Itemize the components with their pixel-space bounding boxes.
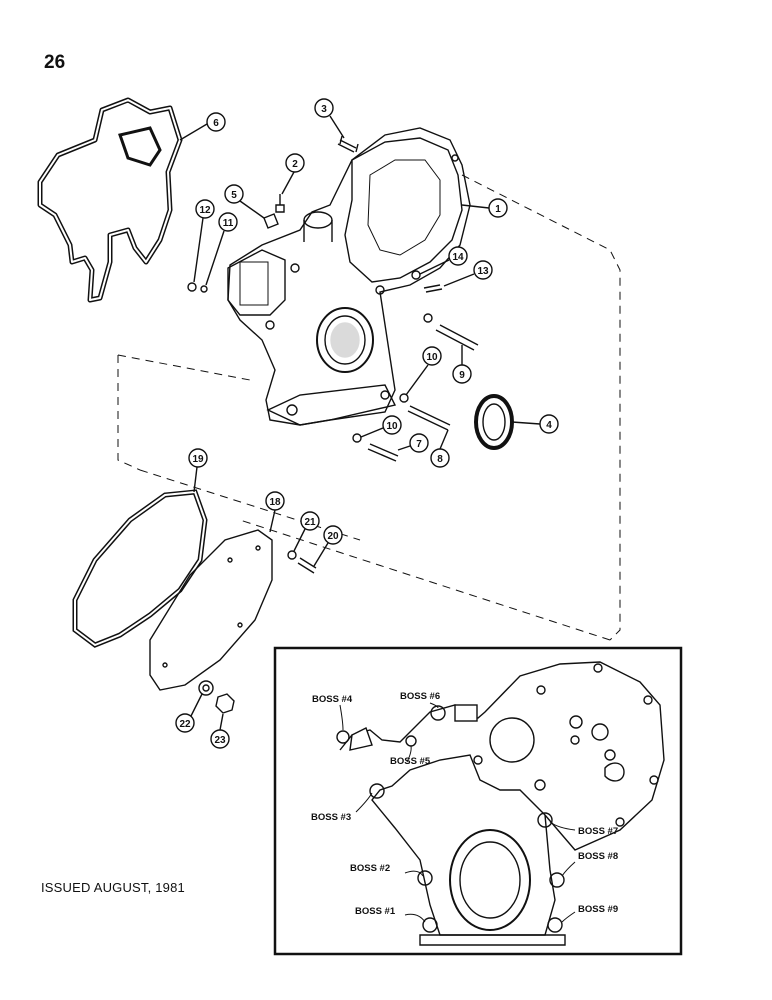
small-parts — [187, 135, 514, 714]
callout-3: 3 — [321, 104, 327, 115]
callout-19: 19 — [192, 454, 204, 465]
boss-label-7: BOSS #7 — [578, 826, 618, 837]
callout-1: 1 — [495, 204, 501, 215]
boss-label-5: BOSS #5 — [390, 756, 431, 767]
callout-4: 4 — [546, 420, 552, 431]
callout-9: 9 — [459, 370, 465, 381]
callout-11: 11 — [223, 218, 234, 229]
callout-5: 5 — [231, 190, 237, 201]
gasket-front-cover — [37, 97, 183, 303]
gasket-and-cover-plate — [72, 489, 273, 691]
boss-label-8: BOSS #8 — [578, 851, 618, 862]
callout-12: 12 — [199, 205, 211, 216]
boss-labels: BOSS #1 BOSS #2 BOSS #3 BOSS #4 BOSS #5 … — [311, 691, 618, 917]
boss-label-3: BOSS #3 — [311, 812, 351, 823]
callout-22: 22 — [179, 719, 191, 730]
callout-10a: 10 — [426, 352, 438, 363]
callout-2: 2 — [292, 159, 298, 170]
boss-label-2: BOSS #2 — [350, 863, 390, 874]
issued-date: ISSUED AUGUST, 1981 — [41, 880, 185, 895]
callouts: 1 2 3 4 5 6 7 8 9 10 10 11 12 — [175, 98, 559, 749]
timing-cover — [227, 127, 471, 426]
callout-20: 20 — [327, 531, 339, 542]
page-number: 26 — [44, 52, 66, 73]
inset-boss-layout — [273, 646, 683, 956]
callout-13: 13 — [477, 266, 489, 277]
boss-leaders — [339, 702, 576, 923]
callout-8: 8 — [437, 454, 443, 465]
boss-label-4: BOSS #4 — [312, 694, 353, 705]
callout-7: 7 — [416, 439, 422, 450]
boss-label-6: BOSS #6 — [400, 691, 440, 702]
boss-label-9: BOSS #9 — [578, 904, 618, 915]
boss-label-1: BOSS #1 — [355, 906, 396, 917]
callout-21: 21 — [304, 517, 316, 528]
callout-23: 23 — [214, 735, 226, 746]
callout-14: 14 — [452, 252, 464, 263]
assembly-dashed-lines — [117, 174, 621, 641]
callout-10b: 10 — [386, 421, 398, 432]
callout-6: 6 — [213, 118, 219, 129]
callout-18: 18 — [269, 497, 281, 508]
